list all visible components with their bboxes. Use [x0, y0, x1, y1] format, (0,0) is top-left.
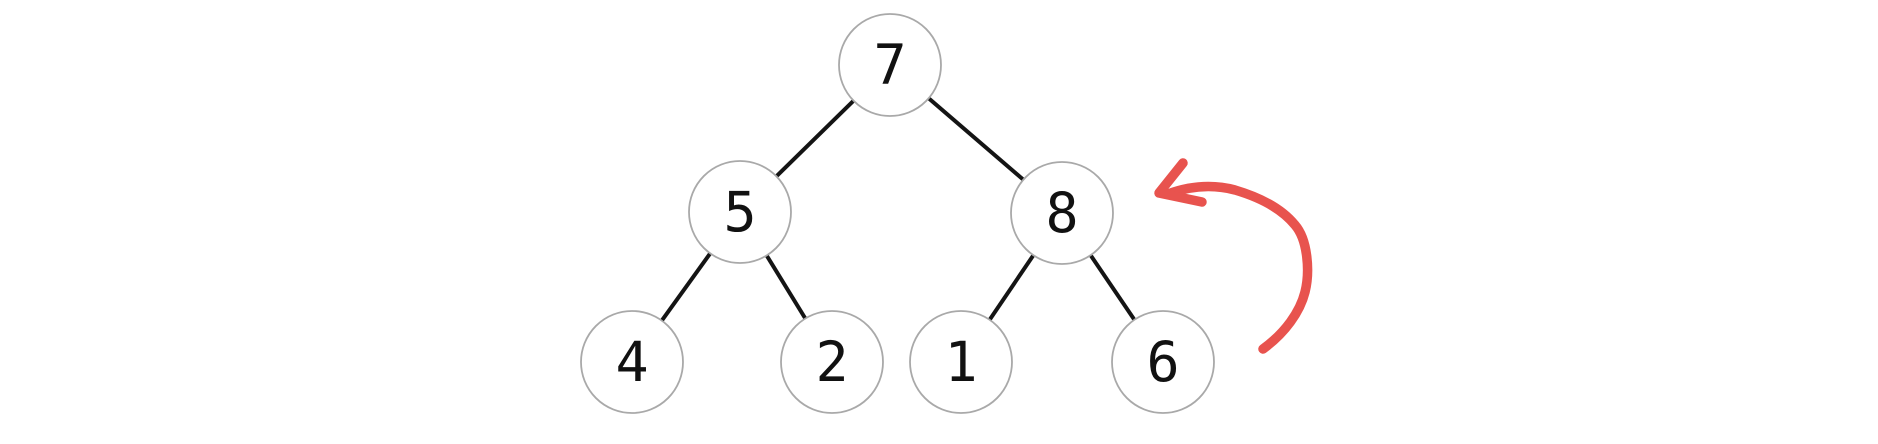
node-circle-1 — [909, 310, 1013, 414]
node-circle-7 — [838, 13, 942, 117]
node-value-4: 4 — [615, 330, 648, 394]
node-value-2: 2 — [815, 330, 848, 394]
node-value-8: 8 — [1045, 181, 1078, 245]
node-value-5: 5 — [723, 180, 756, 244]
node-circle-2 — [780, 310, 884, 414]
tree-node-1[interactable]: 1 — [909, 310, 1013, 414]
tree-node-7[interactable]: 7 — [838, 13, 942, 117]
node-value-1: 1 — [944, 330, 977, 394]
node-value-7: 7 — [873, 33, 906, 97]
annotation-arrowhead-icon — [1154, 158, 1207, 207]
tree-node-6[interactable]: 6 — [1111, 310, 1215, 414]
tree-node-5[interactable]: 5 — [688, 160, 792, 264]
node-circle-8 — [1010, 161, 1114, 265]
node-circle-5 — [688, 160, 792, 264]
node-circle-4 — [580, 310, 684, 414]
tree-node-2[interactable]: 2 — [780, 310, 884, 414]
annotation-arrow-shaft — [1163, 181, 1313, 354]
annotation-arrow[interactable] — [1154, 158, 1313, 354]
tree-node-4[interactable]: 4 — [580, 310, 684, 414]
node-value-6: 6 — [1146, 330, 1179, 394]
tree-node-8[interactable]: 8 — [1010, 161, 1114, 265]
node-circle-6 — [1111, 310, 1215, 414]
